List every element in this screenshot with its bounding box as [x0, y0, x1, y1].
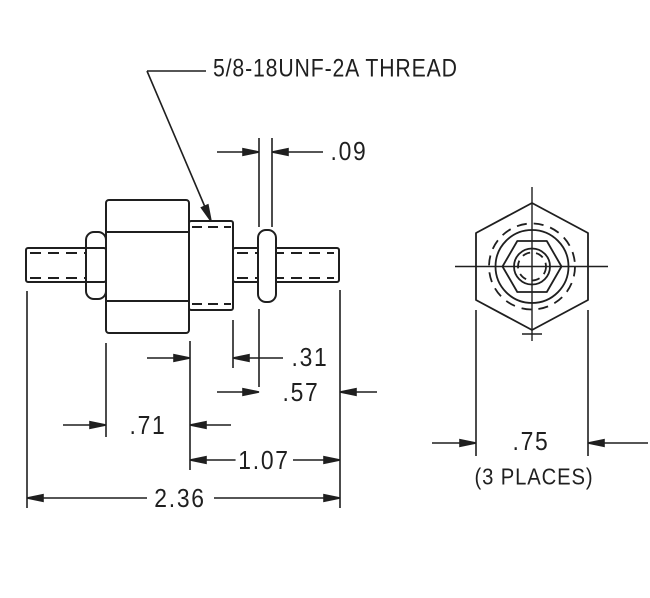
side-view: [25, 199, 340, 334]
right-stud-outline: [232, 247, 340, 283]
right-stud: [232, 247, 340, 283]
threaded-section-outline: [188, 220, 234, 311]
dim-57-label: .57: [282, 377, 320, 407]
leader-diagonal: [146, 70, 206, 208]
boss-circle: [494, 229, 570, 304]
dim-57-lines: [217, 387, 377, 397]
dim-236-right-arrowhead: [323, 493, 341, 503]
hex-body-outline: [105, 199, 190, 334]
dim-107-label: 1.07: [235, 447, 293, 473]
end-view: [455, 187, 608, 341]
dim-31-lines: [147, 353, 283, 363]
dim-71-left-arrowhead: [89, 420, 107, 430]
stud-thread-circle-hidden: [517, 251, 547, 282]
dim-236-lines: [26, 493, 341, 503]
dim-75-label: .75: [512, 426, 550, 456]
dimension-linework: [26, 70, 648, 508]
dim-75-right-arrowhead: [587, 438, 605, 448]
dim-57-right-arrowhead: [339, 387, 357, 397]
dim-236-left-arrowhead: [26, 493, 44, 503]
stud-circle: [513, 247, 551, 286]
right-washer-outline: [257, 229, 277, 303]
dim-107-lines: [189, 455, 341, 465]
dim-107-right-arrowhead: [323, 455, 341, 465]
places-note-label: (3 PLACES): [474, 463, 594, 490]
dim-57-left-arrowhead: [242, 387, 260, 397]
dim-31-label: .31: [291, 342, 329, 372]
left-stud: [25, 247, 107, 283]
dim-236-label: 2.36: [151, 485, 209, 511]
dim-75-left-arrowhead: [459, 438, 477, 448]
dim-71-lines: [63, 420, 231, 430]
dim-09-label: .09: [330, 136, 368, 166]
extension-lines: [26, 138, 589, 508]
dim-107-left-arrowhead: [189, 455, 207, 465]
threaded-section: [188, 220, 234, 311]
dim-31-right-arrowhead: [232, 353, 250, 363]
dim-31-left-arrowhead: [173, 353, 191, 363]
leader-arrowhead: [200, 203, 212, 222]
dim-71-label: .71: [129, 410, 167, 440]
thread-leader: [146, 70, 212, 222]
dim-71-right-arrowhead: [189, 420, 207, 430]
inner-hex-outline: [501, 240, 563, 293]
dim-75-lines: [432, 438, 648, 448]
thread-major-circle-hidden: [488, 222, 576, 311]
hex-body: [105, 199, 190, 334]
hex-outline: [475, 202, 589, 331]
dim-09-left-arrowhead: [242, 147, 260, 157]
dim-09-right-arrowhead: [271, 147, 289, 157]
thread-callout-label: 5/8-18UNF-2A THREAD: [213, 54, 458, 83]
dim-09-lines: [217, 147, 323, 157]
